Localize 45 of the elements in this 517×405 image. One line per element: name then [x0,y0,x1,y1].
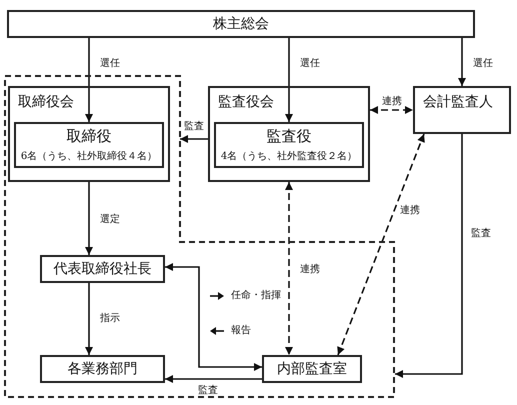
box-title: 監査役 [266,128,312,146]
arrow [337,134,425,356]
process-box [40,355,165,383]
group-box [208,86,370,182]
edge-label: 連携 [381,96,403,107]
edge-label: 指示 [99,313,121,324]
process-box [14,122,164,168]
arrow [165,375,262,383]
box-note: 6名（うち、社外取締役４名） [20,151,158,162]
group-box [413,86,511,134]
arrow [180,135,208,143]
arrow [370,106,413,114]
arrow [458,38,466,86]
box-title: 各業務部門 [66,360,138,379]
box-title: 監査役会 [218,94,274,110]
box-title: 取締役 [66,128,112,146]
arrow [395,134,463,378]
arrow [285,182,293,355]
edge-label: 連携 [399,205,421,216]
arrow [165,263,262,371]
box-title: 会計監査人 [423,94,493,110]
arrow [85,182,93,255]
edge-label: 選任 [99,58,121,69]
edge-label: 連携 [299,264,321,275]
edge-label: 監査 [470,228,492,239]
legend-label: 任命・指揮 [230,290,282,301]
box-title: 株主総会 [212,14,270,34]
box-title: 代表取締役社長 [52,260,152,279]
process-box [40,255,165,283]
box-note: 4名（うち、社外監査役２名） [220,151,358,162]
arrow [285,38,293,122]
box-title: 取締役会 [18,94,74,110]
edge-label: 選任 [299,58,321,69]
process-box [262,355,362,383]
edge-label: 監査 [197,385,219,396]
box-title: 内部監査室 [276,360,348,379]
process-box [214,122,364,168]
process-box [7,10,475,38]
arrow [85,38,93,122]
edge-label: 選任 [472,58,494,69]
edge-label: 監査 [183,121,205,132]
group-box [8,86,170,182]
edge-label: 選定 [99,214,121,225]
legend-label: 報告 [230,325,252,336]
arrow [85,283,93,355]
